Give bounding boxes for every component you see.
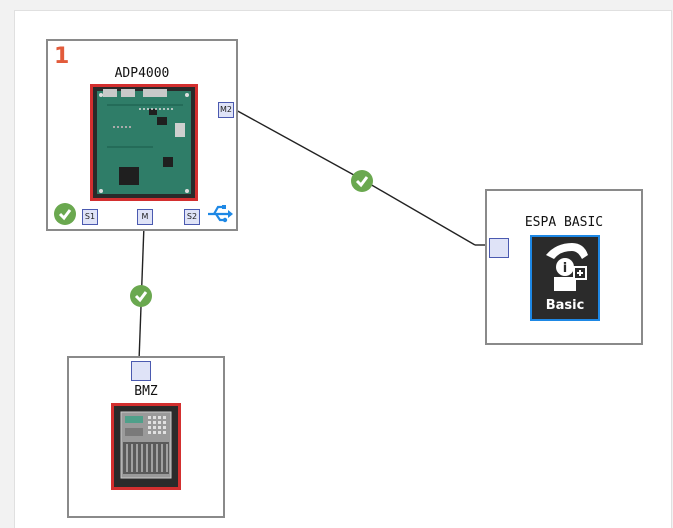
circuit-board-icon [97,89,191,194]
node-title: ESPA BASIC [524,215,604,230]
node-espa-basic[interactable]: ESPA BASIC i Basic [485,189,643,345]
port-espa-in[interactable] [489,238,509,258]
adp4000-board-image [90,84,198,201]
port-m[interactable]: M [137,209,153,225]
bmz-device-image [111,403,181,490]
usb-icon [208,205,233,223]
connection-ok-icon [130,285,152,307]
phone-info-icon: i [546,243,588,291]
node-title: ADP4000 [114,66,170,81]
node-bmz[interactable]: BMZ [67,356,225,518]
node-number: 1 [54,44,70,69]
node-adp4000[interactable]: 1 ADP4000 S1 M S2 M2 [46,39,238,231]
svg-text:i: i [563,261,567,276]
fire-panel-icon [120,411,172,479]
port-s1[interactable]: S1 [82,209,98,225]
wire-m2-espa-2[interactable] [362,179,476,246]
espa-icon-label: Basic [545,298,585,313]
connection-ok-icon [351,170,373,192]
port-m2[interactable]: M2 [218,102,234,118]
node-title: BMZ [134,384,158,399]
port-s2[interactable]: S2 [184,209,200,225]
wire-m2-espa[interactable] [233,108,364,181]
port-bmz-in[interactable] [131,361,151,381]
status-ok-icon [54,203,76,225]
espa-device-icon: i Basic [530,235,600,321]
